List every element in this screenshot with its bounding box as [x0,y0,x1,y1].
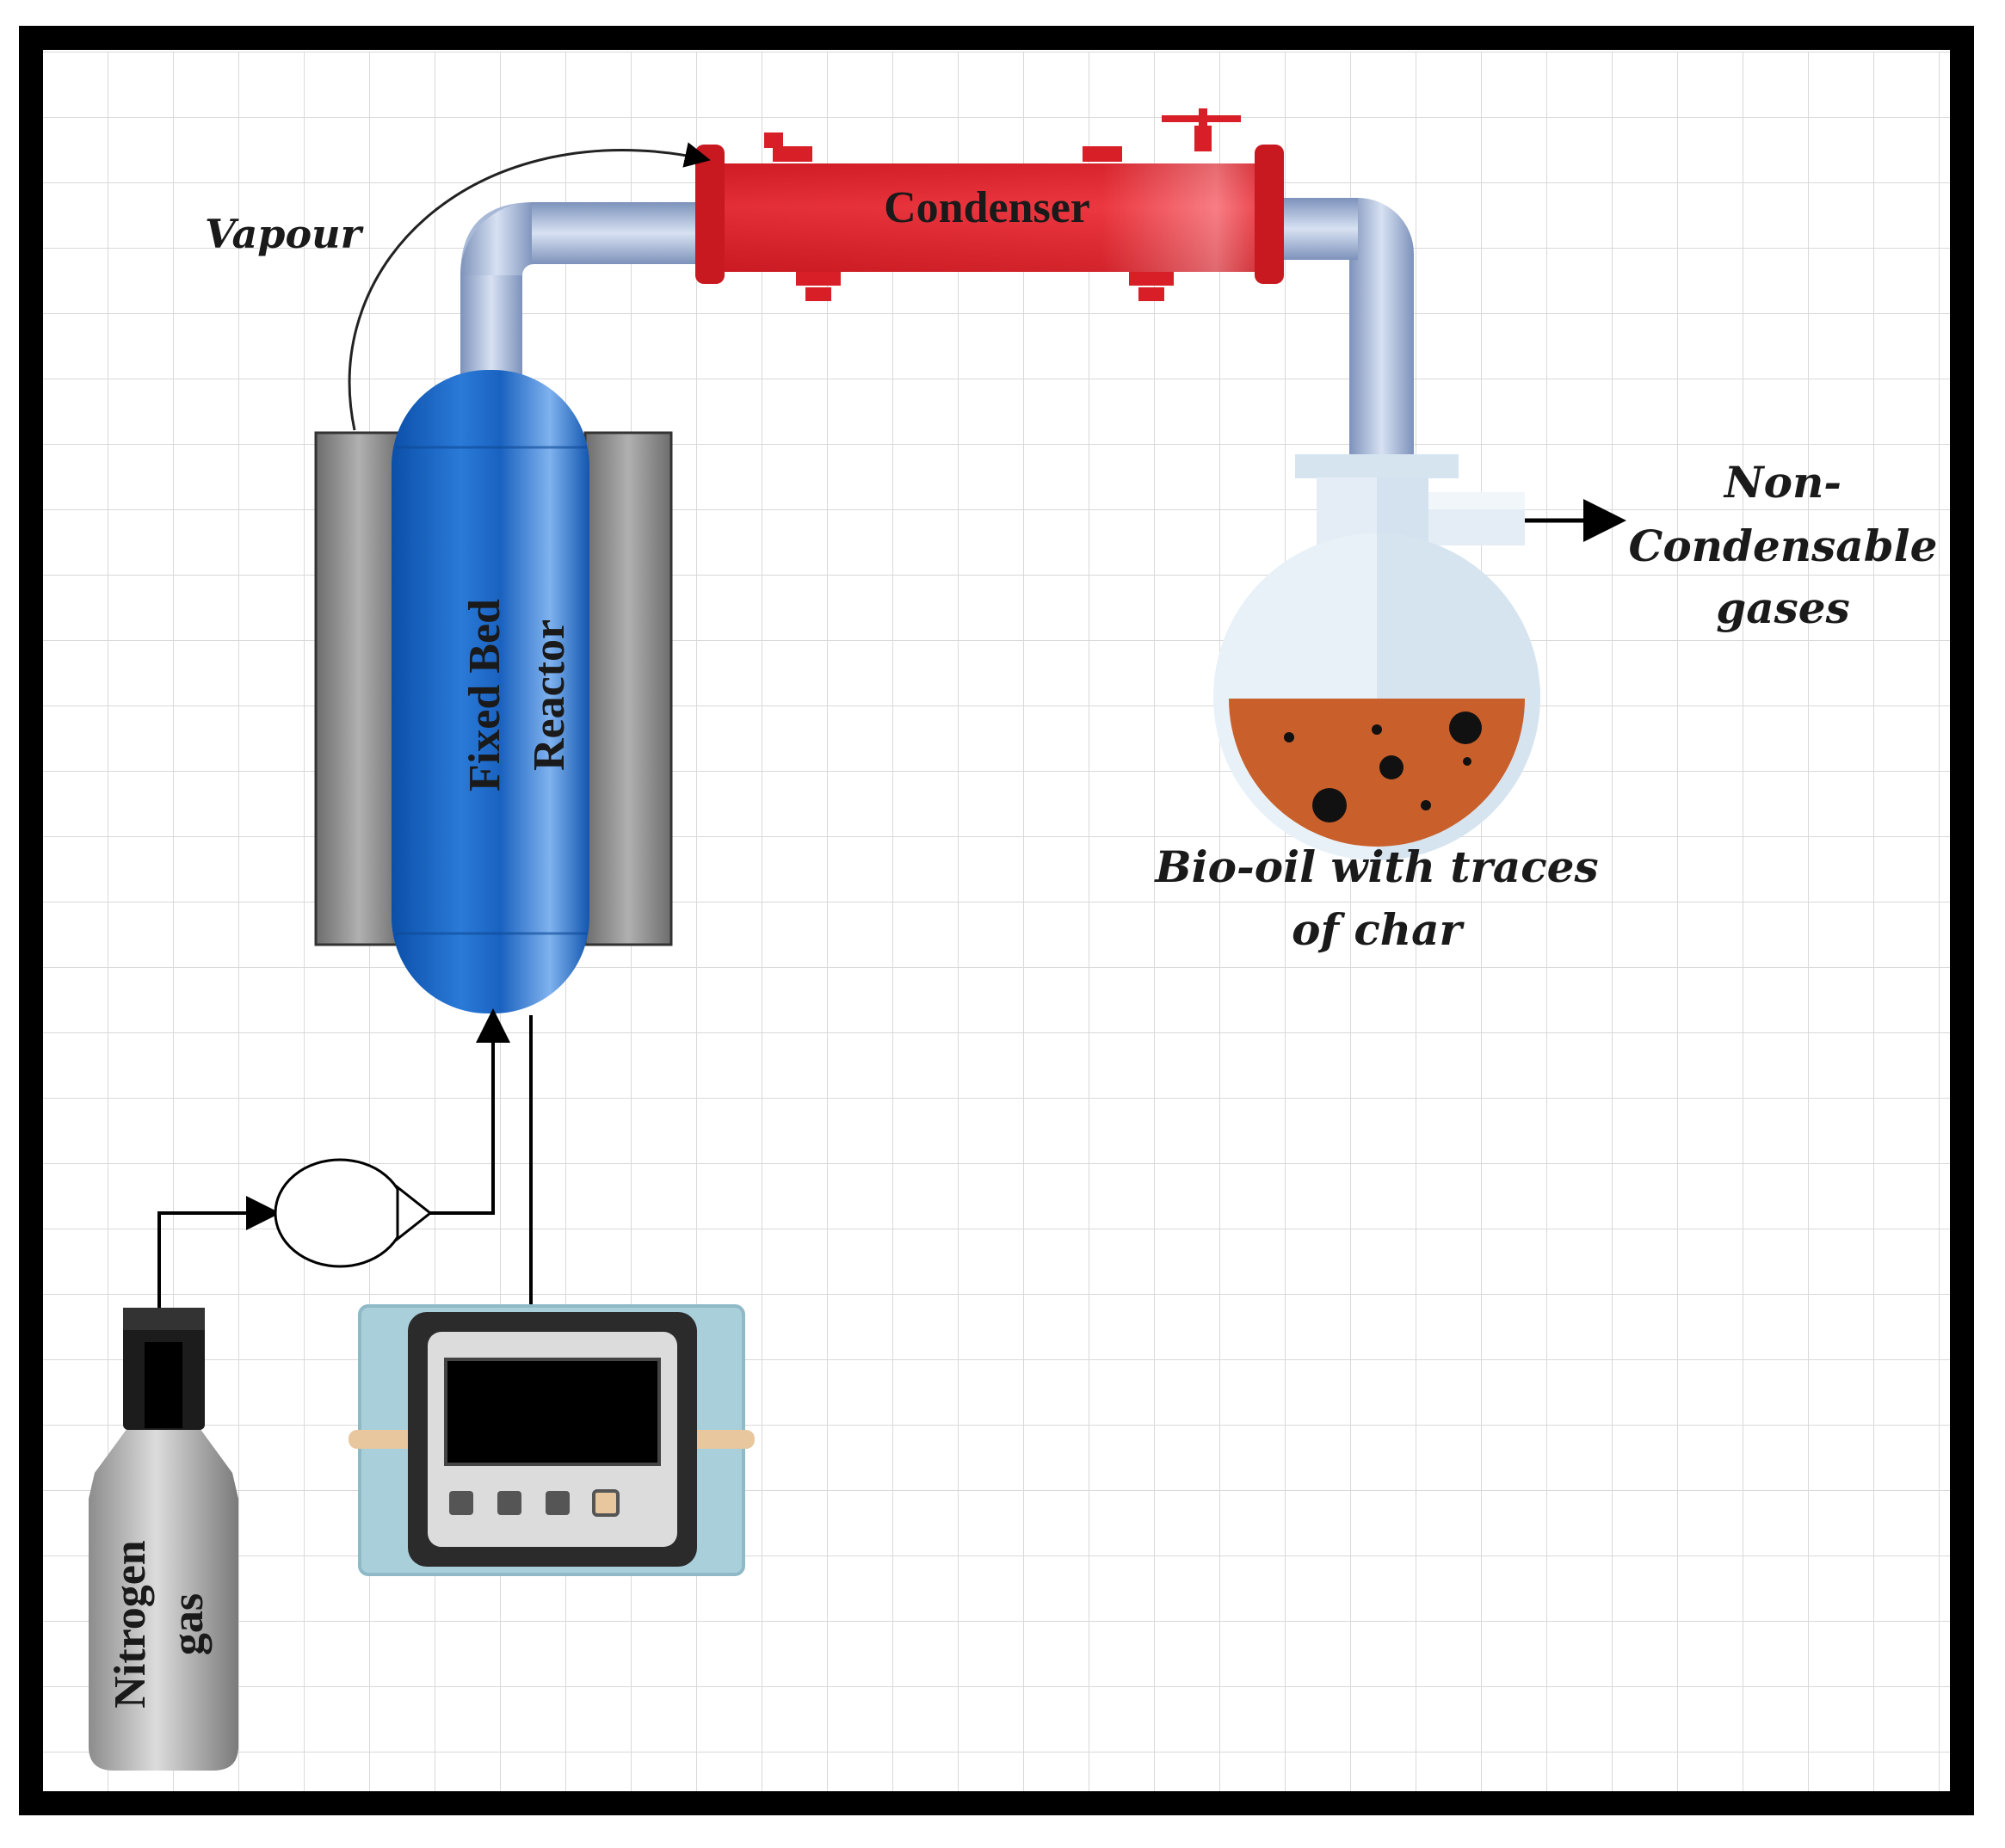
reactor-label-line1: Fixed Bed [460,599,509,792]
gas-line-to-reactor [429,1008,510,1215]
char-particle [1463,757,1471,766]
nitrogen-label-line1: Nitrogen [106,1540,155,1709]
outer-frame [19,26,1974,1815]
reactor-label-line2: Reactor [525,619,574,771]
gas-cylinder-icon: Nitrogen gas [89,1308,238,1771]
char-particle [1379,755,1404,779]
non-condensable-label-line3: gases [1716,582,1849,633]
biooil-liquid [1229,699,1525,847]
fixed-bed-reactor: Fixed Bed Reactor [392,370,589,1013]
nitrogen-label-line2: gas [163,1593,213,1655]
char-particle [1421,800,1431,810]
heater-right [583,431,673,946]
pipe-reactor-to-condenser [460,202,704,387]
biooil-label-line2: of char [1292,904,1465,955]
condenser-label: Condenser [884,183,1090,232]
vapour-flow-arrow [348,142,711,431]
char-particle [1312,788,1347,822]
condenser: Condenser [695,108,1284,301]
char-particle [1372,724,1382,735]
collection-flask [1213,454,1540,860]
non-condensable-label-line1: Non- [1723,457,1842,508]
temperature-controller-icon [349,1304,755,1576]
rotameter-icon [274,1158,433,1268]
heater-left [314,431,404,946]
vapour-label: Vapour [205,211,365,257]
biooil-label-line1: Bio-oil with traces [1153,841,1598,892]
gas-line-to-flowmeter [157,1196,281,1308]
non-condensable-label-line2: Condensable [1629,521,1938,571]
char-particle [1449,711,1482,744]
char-particle [1284,732,1294,742]
